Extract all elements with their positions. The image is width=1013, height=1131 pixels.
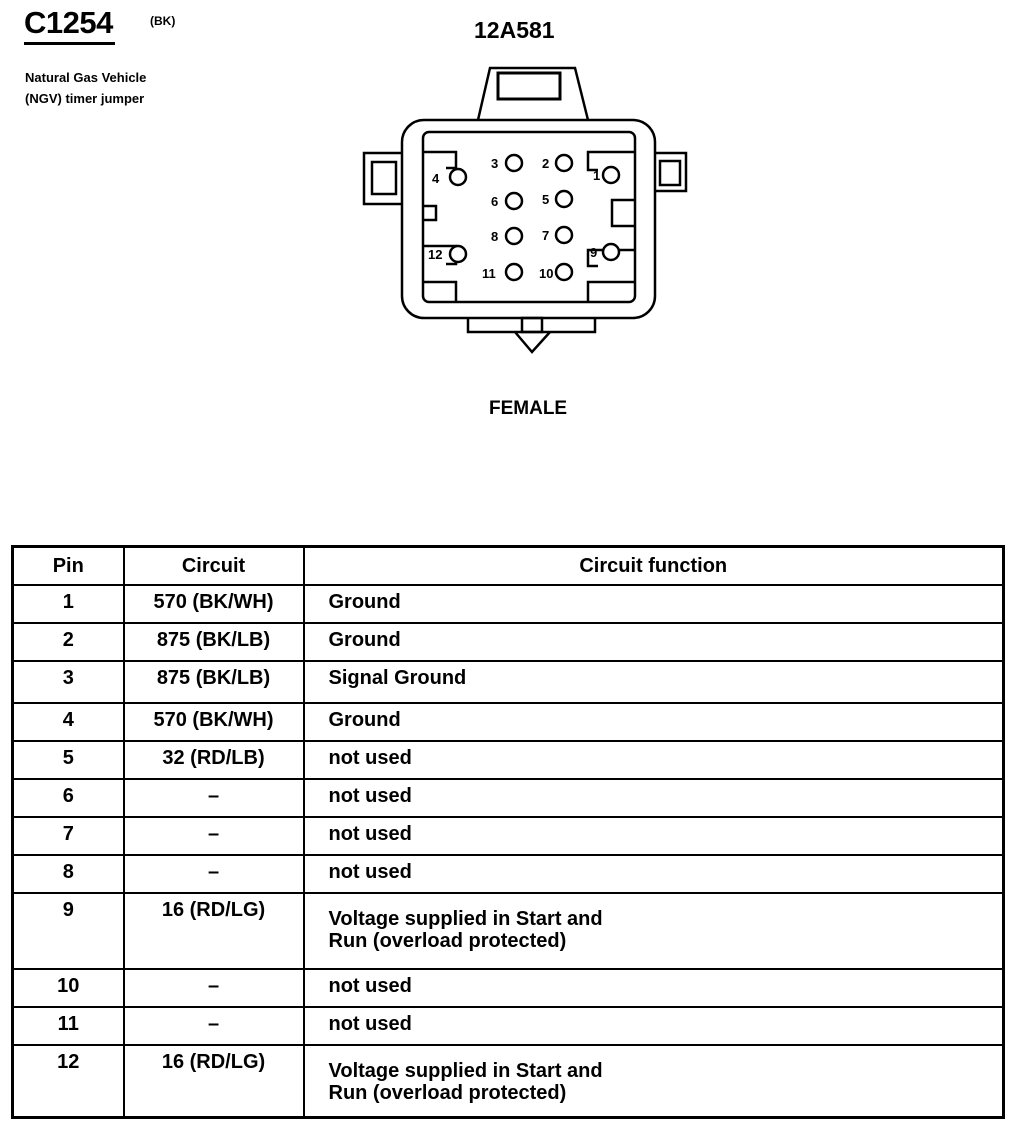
pin-4-cavity (448, 167, 468, 187)
pin-3-cavity (504, 153, 524, 173)
table-row: 6 – not used (11, 778, 1005, 818)
table-row: 5 32 (RD/LB) not used (11, 740, 1005, 780)
cell-circuit: – (122, 816, 305, 856)
cell-function: Voltage supplied in Start and Run (overl… (302, 1044, 1005, 1119)
pin-label-4: 4 (432, 171, 440, 186)
table-row: 2 875 (BK/LB) Ground (11, 622, 1005, 662)
pin-11-cavity (504, 262, 524, 282)
cell-circuit: – (122, 778, 305, 818)
cell-circuit: 875 (BK/LB) (122, 660, 305, 704)
cell-pin: 10 (11, 968, 125, 1008)
pin-8-cavity (504, 226, 524, 246)
cell-circuit: 875 (BK/LB) (122, 622, 305, 662)
pin-label-3: 3 (491, 156, 498, 171)
cell-function: not used (302, 968, 1005, 1008)
cell-circuit: – (122, 854, 305, 894)
cell-pin: 12 (11, 1044, 125, 1119)
description-line-2: (NGV) timer jumper (25, 91, 145, 106)
table-row: 3 875 (BK/LB) Signal Ground (11, 660, 1005, 704)
header-circuit: Circuit (122, 545, 305, 586)
pin-6-cavity (504, 191, 524, 211)
cell-pin: 8 (11, 854, 125, 894)
pin-label-8: 8 (491, 229, 498, 244)
cell-pin: 2 (11, 622, 125, 662)
table-row: 11 – not used (11, 1006, 1005, 1046)
connector-gender-label: FEMALE (489, 398, 568, 419)
cell-function: Voltage supplied in Start and Run (overl… (302, 892, 1005, 970)
connector-latch-window (496, 71, 562, 101)
connector-left-ear (362, 151, 402, 206)
connector-outer-shell (400, 118, 657, 320)
pin-9-cavity (601, 242, 621, 262)
pin-5-cavity (554, 189, 574, 209)
connector-id: C1254 (24, 4, 115, 45)
cell-function: Ground (302, 584, 1005, 624)
pin-12-cavity (448, 244, 468, 264)
cell-circuit: 570 (BK/WH) (122, 584, 305, 624)
cell-function: not used (302, 1006, 1005, 1046)
connector-bottom-key (466, 318, 597, 334)
pin-label-11: 11 (482, 266, 496, 281)
cell-function: Ground (302, 622, 1005, 662)
cell-circuit: – (122, 968, 305, 1008)
connector-right-ear (655, 151, 688, 193)
cell-function: not used (302, 854, 1005, 894)
cell-function: Ground (302, 702, 1005, 742)
cell-pin: 11 (11, 1006, 125, 1046)
cell-circuit: 32 (RD/LB) (122, 740, 305, 780)
table-row: 1 570 (BK/WH) Ground (11, 584, 1005, 624)
connector-inner-cavity (421, 130, 637, 304)
pin-label-6: 6 (491, 194, 498, 209)
cell-circuit: 570 (BK/WH) (122, 702, 305, 742)
table-row: 10 – not used (11, 968, 1005, 1008)
part-number: 12A581 (474, 17, 555, 43)
pin-10-cavity (554, 262, 574, 282)
cell-function: not used (302, 778, 1005, 818)
pin-label-7: 7 (542, 228, 549, 243)
pin-1-cavity (601, 165, 621, 185)
table-header-row: Pin Circuit Circuit function (11, 545, 1005, 586)
cell-pin: 4 (11, 702, 125, 742)
pin-label-12: 12 (428, 247, 442, 262)
header-pin: Pin (11, 545, 125, 586)
table-row: 7 – not used (11, 816, 1005, 856)
connector-description: Natural Gas Vehicle (NGV) timer jumper (25, 67, 225, 109)
cell-pin: 7 (11, 816, 125, 856)
pin-label-5: 5 (542, 192, 549, 207)
cell-function: not used (302, 740, 1005, 780)
pin-label-2: 2 (542, 156, 549, 171)
pin-7-cavity (554, 225, 574, 245)
description-line-1: Natural Gas Vehicle (25, 70, 147, 85)
cell-pin: 9 (11, 892, 125, 970)
pin-2-cavity (554, 153, 574, 173)
cell-circuit: 16 (RD/LG) (122, 1044, 305, 1119)
pin-function-table: Pin Circuit Circuit function 1 570 (BK/W… (11, 545, 1005, 1119)
connector-top-latch (476, 66, 590, 121)
table-row: 9 16 (RD/LG) Voltage supplied in Start a… (11, 892, 1005, 970)
cell-function: Signal Ground (302, 660, 1005, 704)
table-row: 4 570 (BK/WH) Ground (11, 702, 1005, 742)
table-row: 8 – not used (11, 854, 1005, 894)
cell-circuit: – (122, 1006, 305, 1046)
table-row: 12 16 (RD/LG) Voltage supplied in Start … (11, 1044, 1005, 1119)
cell-pin: 5 (11, 740, 125, 780)
header-circuit-function: Circuit function (302, 545, 1005, 586)
pin-label-10: 10 (539, 266, 553, 281)
cell-pin: 1 (11, 584, 125, 624)
cell-pin: 6 (11, 778, 125, 818)
connector-face-diagram: 1 2 3 4 5 6 7 8 9 10 11 12 (362, 66, 688, 354)
pin-label-1: 1 (593, 168, 600, 183)
pin-label-9: 9 (590, 245, 597, 260)
connector-color-code: (BK) (150, 14, 176, 28)
cell-pin: 3 (11, 660, 125, 704)
cell-circuit: 16 (RD/LG) (122, 892, 305, 970)
connector-orientation-arrow (514, 331, 551, 354)
cell-function: not used (302, 816, 1005, 856)
